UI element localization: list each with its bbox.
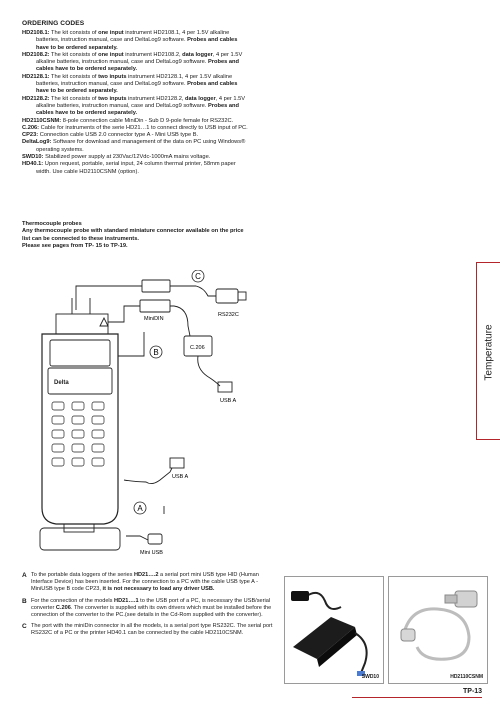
photo-swd10: SWD10 (284, 576, 384, 684)
cable-image (400, 590, 478, 661)
list-item: HD2110CSNM: 8-pole connection cable Mini… (22, 117, 234, 124)
rs232-label: RS232C (218, 312, 239, 318)
list-item: HD2108.1: The kit consists of one input … (22, 30, 238, 51)
c206-label: C.206 (190, 345, 205, 351)
thermocouple-section: Thermocouple probes Any thermocouple pro… (22, 221, 248, 250)
list-item: CP23: Connection cable USB 2.0 connector… (22, 132, 199, 139)
mini-usb-label: Mini USB (140, 550, 163, 556)
minidin-label: MiniDIN (144, 316, 164, 322)
list-item: HD2128.1: The kit consists of two inputs… (22, 73, 238, 95)
photo-hd2110csnm: HD2110CSNM (388, 576, 488, 684)
diagram-label-c: C (195, 272, 201, 281)
photo-caption: SWD10 (361, 674, 379, 680)
usb-a-label: USB A (172, 474, 189, 480)
thermocouple-text: Any thermocouple probe with standard min… (22, 228, 244, 242)
thermocouple-pages: Please see pages from TP- 15 to TP-19. (22, 242, 128, 249)
brand-logo: Delta (54, 380, 69, 386)
usb-a-label: USB A (220, 398, 237, 404)
thermocouple-title: Thermocouple probes (22, 221, 82, 227)
diagram-label-b: B (153, 348, 158, 357)
list-item: HD2108.2: The kit consists of one input … (22, 51, 243, 73)
list-item: HD2128.2: The kit consists of two inputs… (22, 95, 246, 117)
instrument-body (41, 333, 119, 525)
photo-caption: HD2110CSNM (450, 674, 483, 680)
diagram-label-a: A (137, 504, 143, 513)
section-tab: Temperature (476, 262, 500, 440)
power-supply-image (291, 591, 368, 676)
page-footer-rule (352, 697, 482, 698)
list-item: SWD10: Stabilized power supply at 230Vac… (22, 154, 211, 161)
connection-diagram: C B A MiniDIN RS232C C.206 USB A USB A M… (39, 270, 247, 556)
ordering-heading: ORDERING CODES (22, 20, 85, 27)
list-item: C.206: Cable for instruments of the seri… (22, 124, 248, 131)
section-tab-label: Temperature (483, 323, 495, 381)
keypad (51, 401, 105, 467)
page-number: TP-13 (463, 688, 483, 695)
list-item: DeltaLog9: Software for download and man… (22, 139, 246, 153)
list-item: HD40.1: Upon request, portable, serial i… (22, 161, 236, 175)
ordering-list: HD2108.1: The kit consists of one input … (22, 30, 248, 176)
